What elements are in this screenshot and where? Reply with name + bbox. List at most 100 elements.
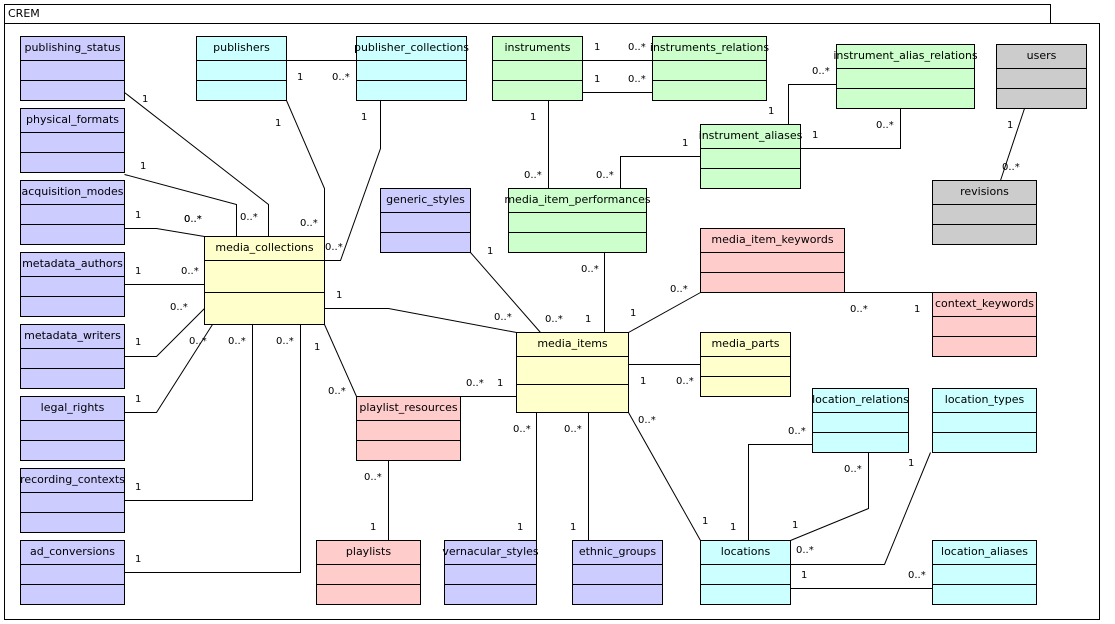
class-box-body bbox=[356, 36, 467, 101]
class-name: metadata_authors bbox=[22, 257, 123, 270]
class-box-ad-conversions[interactable]: ad_conversions bbox=[20, 540, 125, 605]
class-box-playlists[interactable]: playlists bbox=[316, 540, 421, 605]
class-box-body bbox=[20, 252, 125, 317]
class-box-publisher-collections[interactable]: publisher_collections bbox=[354, 36, 469, 101]
association-line bbox=[124, 324, 213, 413]
multiplicity-label: 1 bbox=[585, 314, 591, 325]
association-line bbox=[324, 100, 381, 261]
class-name: media_parts bbox=[711, 337, 779, 350]
class-box-context-keywords[interactable]: context_keywords bbox=[932, 292, 1037, 357]
class-box-media-collections[interactable]: media_collections bbox=[204, 236, 325, 325]
multiplicity-label: 1 bbox=[517, 522, 523, 533]
multiplicity-label: 1 bbox=[497, 378, 503, 389]
package-name: CREM bbox=[8, 7, 40, 20]
multiplicity-label: 0..* bbox=[276, 336, 294, 347]
class-box-body bbox=[20, 324, 125, 389]
multiplicity-label: 1 bbox=[630, 308, 636, 319]
package-tab bbox=[4, 4, 1051, 24]
class-name: location_types bbox=[945, 393, 1025, 406]
class-name: media_collections bbox=[215, 241, 314, 254]
class-box-body bbox=[932, 292, 1037, 357]
class-box-playlist-resources[interactable]: playlist_resources bbox=[356, 396, 461, 461]
multiplicity-label: 1 bbox=[1007, 120, 1013, 131]
class-box-instruments-relations[interactable]: instruments_relations bbox=[650, 36, 769, 101]
class-box-legal-rights[interactable]: legal_rights bbox=[20, 396, 125, 461]
class-box-metadata-writers[interactable]: metadata_writers bbox=[20, 324, 125, 389]
multiplicity-label: 1 bbox=[135, 482, 141, 493]
class-name: instrument_aliases bbox=[699, 129, 803, 142]
multiplicity-label: 0..* bbox=[494, 312, 512, 323]
class-box-users[interactable]: users bbox=[996, 44, 1087, 109]
class-box-body bbox=[932, 388, 1037, 453]
association-line bbox=[628, 292, 701, 333]
multiplicity-label: 0..* bbox=[364, 472, 382, 483]
association-line bbox=[1000, 108, 1025, 181]
multiplicity-label: 0..* bbox=[466, 378, 484, 389]
association-line bbox=[800, 108, 901, 149]
class-box-physical-formats[interactable]: physical_formats bbox=[20, 108, 125, 173]
class-box-body bbox=[20, 540, 125, 605]
class-name: media_item_keywords bbox=[711, 233, 833, 246]
multiplicity-label: 1 bbox=[801, 570, 807, 581]
multiplicity-label: 1 bbox=[594, 42, 600, 53]
class-box-location-aliases[interactable]: location_aliases bbox=[932, 540, 1037, 605]
multiplicity-label: 0..* bbox=[325, 242, 343, 253]
association-line bbox=[470, 252, 541, 333]
multiplicity-label: 0..* bbox=[545, 314, 563, 325]
class-box-location-types[interactable]: location_types bbox=[932, 388, 1037, 453]
class-box-instrument-aliases[interactable]: instrument_aliases bbox=[699, 124, 803, 189]
class-name: locations bbox=[721, 545, 771, 558]
association-line bbox=[790, 452, 931, 565]
class-box-media-items[interactable]: media_items bbox=[516, 332, 629, 413]
association-line bbox=[788, 84, 837, 125]
association-line bbox=[124, 92, 269, 237]
class-box-generic-styles[interactable]: generic_styles bbox=[380, 188, 471, 253]
class-box-acquisition-modes[interactable]: acquisition_modes bbox=[20, 180, 125, 245]
multiplicity-label: 1 bbox=[594, 74, 600, 85]
class-name: metadata_writers bbox=[24, 329, 121, 342]
association-line bbox=[620, 156, 701, 189]
multiplicity-label: 0..* bbox=[524, 170, 542, 181]
class-box-metadata-authors[interactable]: metadata_authors bbox=[20, 252, 125, 317]
multiplicity-label: 1 bbox=[908, 458, 914, 469]
class-box-body bbox=[812, 388, 909, 453]
class-name: instrument_alias_relations bbox=[833, 49, 978, 62]
association-line bbox=[790, 452, 869, 541]
multiplicity-label: 0..* bbox=[181, 266, 199, 277]
class-name: ethnic_groups bbox=[579, 545, 657, 558]
class-box-revisions[interactable]: revisions bbox=[932, 180, 1037, 245]
class-box-body bbox=[572, 540, 663, 605]
association-line bbox=[124, 308, 205, 357]
class-box-publishers[interactable]: publishers bbox=[196, 36, 287, 101]
multiplicity-label: 1 bbox=[135, 210, 141, 221]
class-box-recording-contexts[interactable]: recording_contexts bbox=[20, 468, 125, 533]
class-box-location-relations[interactable]: location_relations bbox=[812, 388, 909, 453]
class-box-media-item-performances[interactable]: media_item_performances bbox=[504, 188, 651, 253]
multiplicity-label: 0..* bbox=[788, 426, 806, 437]
class-name: media_item_performances bbox=[504, 193, 651, 206]
class-name: vernacular_styles bbox=[442, 545, 539, 558]
class-name: recording_contexts bbox=[20, 473, 125, 486]
multiplicity-label: 0..* bbox=[796, 545, 814, 556]
multiplicity-label: 0..* bbox=[228, 336, 246, 347]
multiplicity-label: 0..* bbox=[240, 212, 258, 223]
multiplicity-label: 0..* bbox=[908, 570, 926, 581]
class-name: location_relations bbox=[812, 393, 909, 406]
multiplicity-label: 0..* bbox=[513, 424, 531, 435]
class-box-publishing-status[interactable]: publishing_status bbox=[20, 36, 125, 101]
association-line bbox=[124, 174, 237, 237]
class-name: publishing_status bbox=[24, 41, 120, 54]
class-box-body bbox=[700, 540, 791, 605]
class-name: ad_conversions bbox=[30, 545, 115, 558]
class-box-body bbox=[444, 540, 537, 605]
multiplicity-label: 0..* bbox=[189, 336, 207, 347]
class-box-ethnic-groups[interactable]: ethnic_groups bbox=[572, 540, 663, 605]
class-box-media-parts[interactable]: media_parts bbox=[700, 332, 791, 397]
package-body bbox=[4, 23, 1100, 620]
associations-layer bbox=[124, 60, 1025, 589]
class-box-vernacular-styles[interactable]: vernacular_styles bbox=[442, 540, 539, 605]
class-box-media-item-keywords[interactable]: media_item_keywords bbox=[700, 228, 845, 293]
class-box-instrument-alias-relations[interactable]: instrument_alias_relations bbox=[833, 44, 978, 109]
class-box-instruments[interactable]: instruments bbox=[492, 36, 583, 101]
class-box-locations[interactable]: locations bbox=[700, 540, 791, 605]
